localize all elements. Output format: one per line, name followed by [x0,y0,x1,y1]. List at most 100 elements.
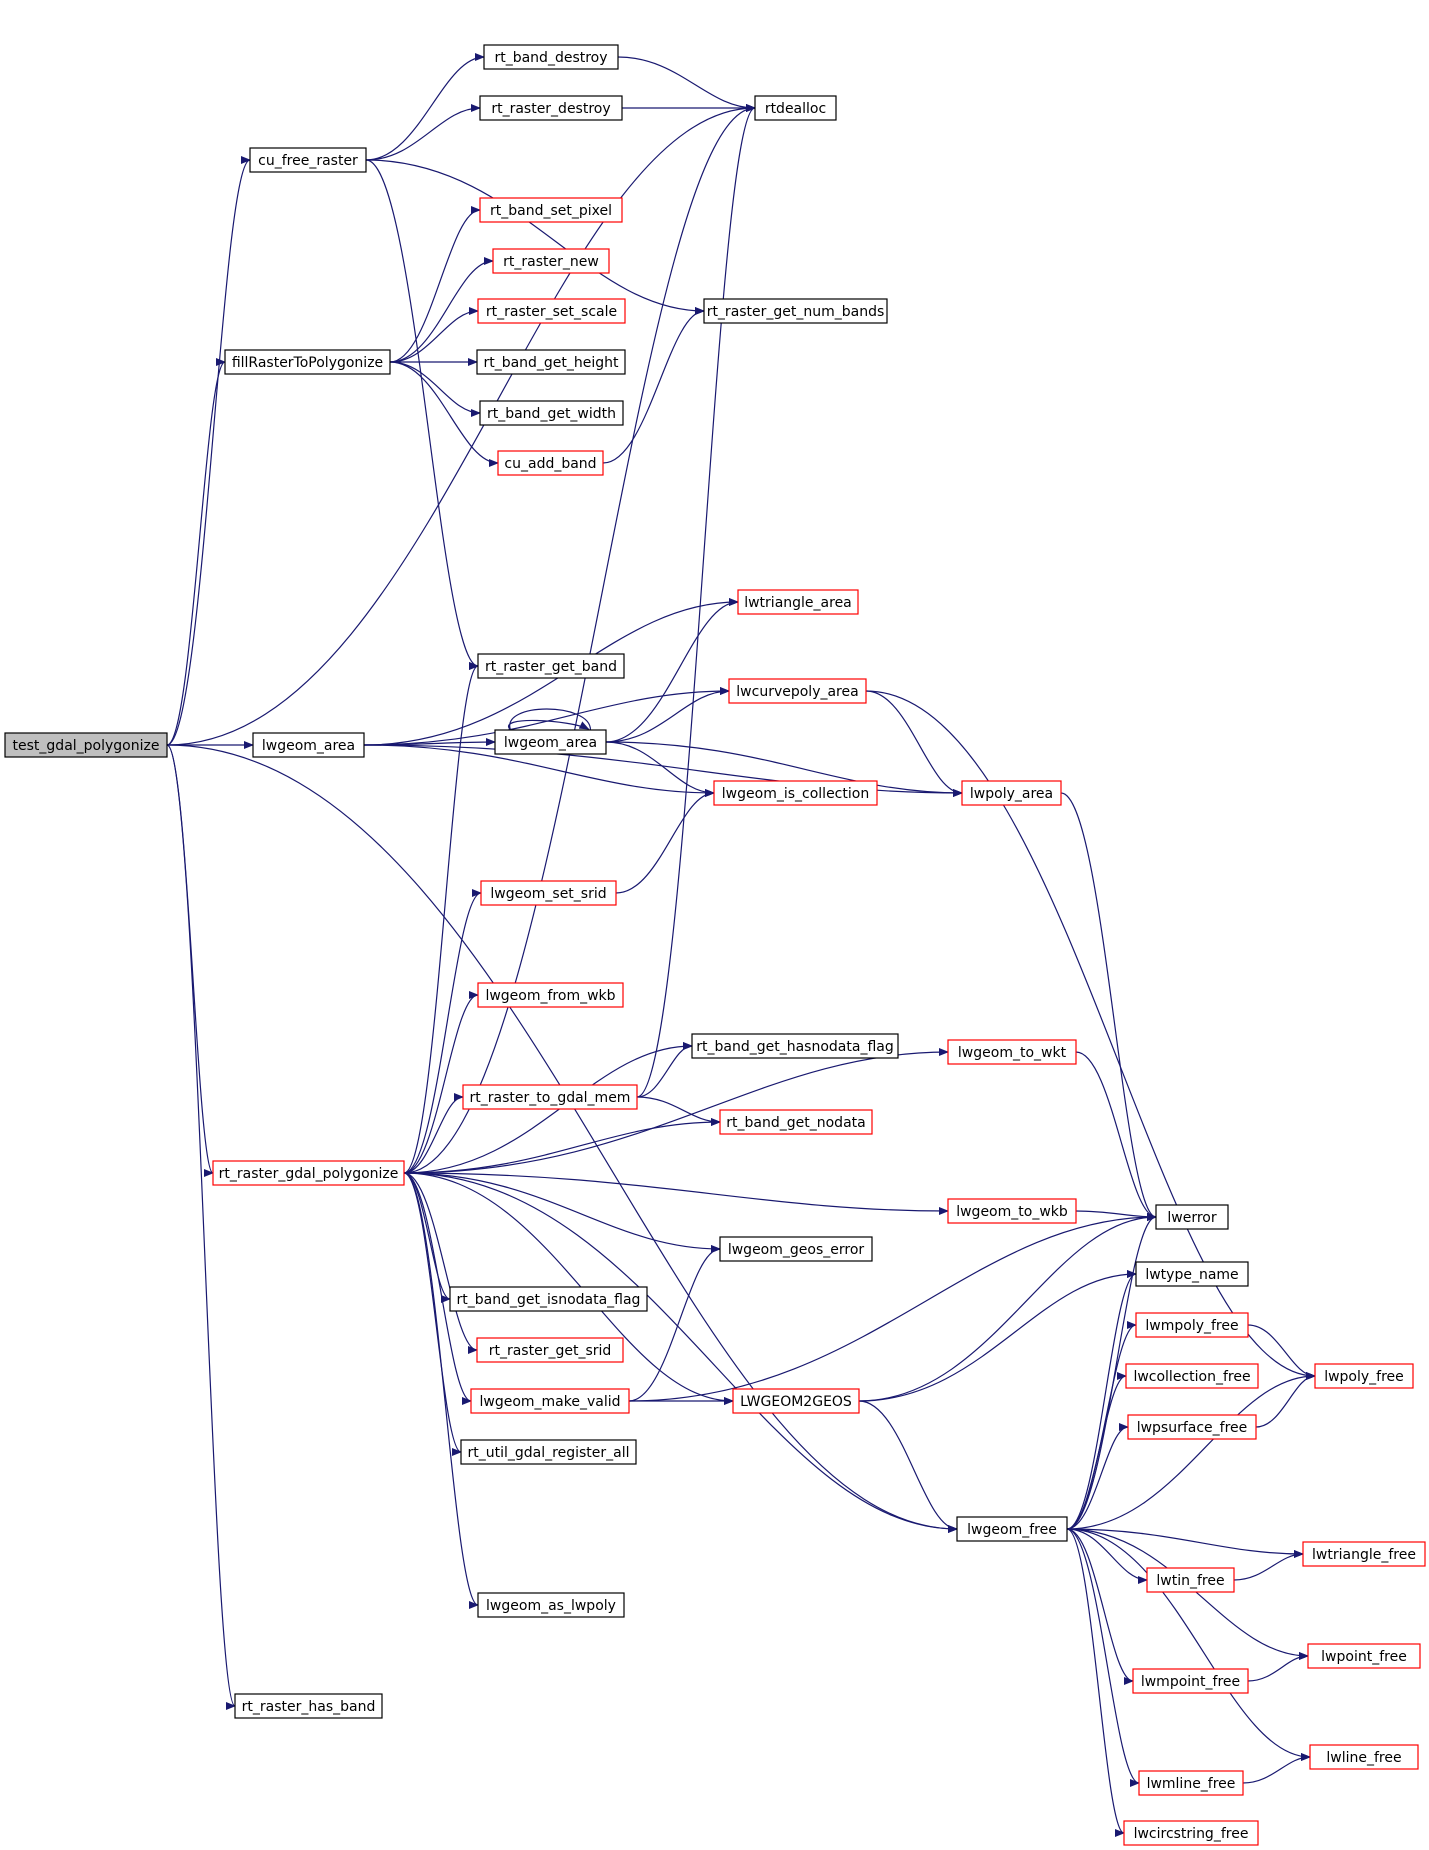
node-label: lwgeom_area [504,735,597,751]
node-lwmpoly-free[interactable]: lwmpoly_free [1135,1312,1249,1338]
node-box [961,780,1062,806]
node-lwpoly-area[interactable]: lwpoly_area [961,780,1062,806]
node-lwtype-name[interactable]: lwtype_name [1135,1261,1249,1287]
node-lwmline-free[interactable]: lwmline_free [1138,1770,1244,1796]
edge-LWGEOM2GEOS-to-lwgeom_free [858,1400,958,1533]
node-box [494,729,607,755]
node-lwgeom-set-srid[interactable]: lwgeom_set_srid [480,880,617,906]
edge-lwcurvepoly_area-to-lwpoly_area [865,690,963,797]
node-box [728,678,867,704]
node-rt-raster-new[interactable]: rt_raster_new [492,248,610,274]
edge-lwgeom_area_2-to-lwpoly_area [605,741,963,797]
node-box [1307,1643,1421,1669]
node-rt-raster-set-scale[interactable]: rt_raster_set_scale [477,298,626,324]
node-box [479,197,623,223]
node-lwtriangle-free[interactable]: lwtriangle_free [1302,1541,1426,1567]
node-rt-raster-destroy[interactable]: rt_raster_destroy [479,95,623,121]
node-box [1146,1567,1235,1593]
node-box [492,248,610,274]
node-lwgeom-area-1[interactable]: lwgeom_area [252,732,365,758]
edge-fillRasterToPolygonize-to-rt_band_set_pixel [389,206,481,363]
node-lwcircstring-free[interactable]: lwcircstring_free [1123,1820,1259,1846]
node-lwgeom-to-wkt[interactable]: lwgeom_to_wkt [947,1039,1077,1065]
node-label: lwgeom_free [967,1522,1057,1538]
node-label: lwmpoly_free [1145,1318,1238,1334]
node-lwerror[interactable]: lwerror [1155,1204,1229,1230]
edge-rt_raster_gdal_polygonize-to-rt_util_gdal_register_all [403,1172,462,1456]
node-label: lwcollection_free [1133,1369,1250,1385]
node-lwtin-free[interactable]: lwtin_free [1146,1567,1235,1593]
node-lwgeom-area-2[interactable]: lwgeom_area [494,729,607,755]
node-label: lwgeom_as_lwpoly [486,1598,616,1614]
edge-rt_raster_gdal_polygonize-to-lwgeom_geos_error [403,1172,721,1253]
node-lwcollection-free[interactable]: lwcollection_free [1125,1363,1259,1389]
node-label: rt_band_get_height [483,355,619,371]
node-label: lwmline_free [1147,1776,1236,1792]
node-rt-raster-get-srid[interactable]: rt_raster_get_srid [476,1337,624,1363]
node-lwpoly-free[interactable]: lwpoly_free [1314,1363,1414,1389]
node-rtdealloc[interactable]: rtdealloc [754,95,837,121]
edge-fillRasterToPolygonize-to-rt_raster_new [389,257,494,363]
node-label: lwgeom_geos_error [728,1242,865,1258]
node-lwcurvepoly-area[interactable]: lwcurvepoly_area [728,678,867,704]
edge-LWGEOM2GEOS-to-lwerror [858,1213,1157,1402]
node-rt-band-get-isnodata-flag[interactable]: rt_band_get_isnodata_flag [449,1286,648,1312]
node-lwmpoint-free[interactable]: lwmpoint_free [1132,1668,1249,1694]
node-box [479,400,624,426]
edge-rt_raster_gdal_polygonize-to-lwgeom_free [403,1172,958,1533]
edge-lwgeom_free-to-lwcircstring_free [1066,1528,1125,1837]
node-label: fillRasterToPolygonize [232,355,383,371]
node-lwgeom2geos[interactable]: LWGEOM2GEOS [732,1388,860,1414]
node-box [462,1084,638,1110]
node-lwgeom-from-wkb[interactable]: lwgeom_from_wkb [477,982,624,1008]
node-lwgeom-is-collection[interactable]: lwgeom_is_collection [713,780,878,806]
node-label: lwtin_free [1156,1573,1224,1589]
node-rt-band-set-pixel[interactable]: rt_band_set_pixel [479,197,623,223]
edge-lwgeom_set_srid-to-lwgeom_is_collection [615,789,715,894]
node-lwgeom-geos-error[interactable]: lwgeom_geos_error [719,1236,873,1262]
edge-lwgeom_free-to-lwtriangle_free [1066,1528,1304,1558]
edge-lwgeom_area_2-to-lwgeom_is_collection [605,741,715,797]
node-rt-band-get-nodata[interactable]: rt_band_get_nodata [719,1109,873,1135]
node-fillrastertopolygonize[interactable]: fillRasterToPolygonize [224,349,391,375]
edge-lwtin_free-to-lwtriangle_free [1233,1550,1304,1581]
node-rt-band-get-width[interactable]: rt_band_get_width [479,400,624,426]
node-cu-free-raster[interactable]: cu_free_raster [249,147,367,173]
node-lwgeom-make-valid[interactable]: lwgeom_make_valid [470,1388,630,1414]
node-rt-band-destroy[interactable]: rt_band_destroy [483,44,619,70]
node-lwgeom-free[interactable]: lwgeom_free [956,1516,1068,1542]
node-label: lwerror [1167,1210,1216,1226]
node-rt-band-get-height[interactable]: rt_band_get_height [476,349,626,375]
node-box [249,147,367,173]
node-rt-band-get-hasnodata-flag[interactable]: rt_band_get_hasnodata_flag [691,1033,899,1059]
edge-lwgeom_free-to-lwmline_free [1066,1528,1140,1787]
edge-lwgeom_free-to-lwtype_name [1066,1270,1137,1530]
node-box [1302,1541,1426,1567]
node-rt-raster-gdal-polygonize[interactable]: rt_raster_gdal_polygonize [212,1160,405,1186]
node-rt-raster-get-band[interactable]: rt_raster_get_band [477,653,625,679]
node-label: lwpsurface_free [1137,1420,1248,1436]
node-lwtriangle-area[interactable]: lwtriangle_area [737,589,859,615]
edge-rt_raster_to_gdal_mem-to-rt_band_get_nodata [636,1096,721,1126]
node-lwgeom-to-wkb[interactable]: lwgeom_to_wkb [947,1198,1077,1224]
node-rt-raster-get-num-bands[interactable]: rt_raster_get_num_bands [703,298,888,324]
edge-lwgeom_free-to-lwmpoint_free [1066,1528,1134,1685]
node-rt-raster-to-gdal-mem[interactable]: rt_raster_to_gdal_mem [462,1084,638,1110]
node-lwline-free[interactable]: lwline_free [1309,1744,1419,1770]
node-label: rt_band_get_isnodata_flag [457,1292,641,1308]
edge-rt_raster_gdal_polygonize-to-rt_raster_get_band [403,662,479,1174]
node-box [732,1388,860,1414]
node-lwpoint-free[interactable]: lwpoint_free [1307,1643,1421,1669]
edge-lwgeom_free-to-lwtin_free [1066,1528,1148,1584]
node-cu-add-band[interactable]: cu_add_band [497,450,604,476]
node-box [1314,1363,1414,1389]
node-lwgeom-as-lwpoly[interactable]: lwgeom_as_lwpoly [477,1592,625,1618]
edge-test_gdal_polygonize-to-rtdealloc [166,104,756,746]
node-box [1155,1204,1229,1230]
node-rt-raster-has-band[interactable]: rt_raster_has_band [234,1693,383,1719]
node-lwpsurface-free[interactable]: lwpsurface_free [1127,1414,1257,1440]
edge-rt_raster_gdal_polygonize-to-lwgeom_set_srid [403,889,482,1174]
node-rt-util-gdal-register-all[interactable]: rt_util_gdal_register_all [460,1439,637,1465]
node-test-gdal-polygonize[interactable]: test_gdal_polygonize [4,732,168,758]
edge-test_gdal_polygonize-to-lwgeom_free [166,744,958,1533]
